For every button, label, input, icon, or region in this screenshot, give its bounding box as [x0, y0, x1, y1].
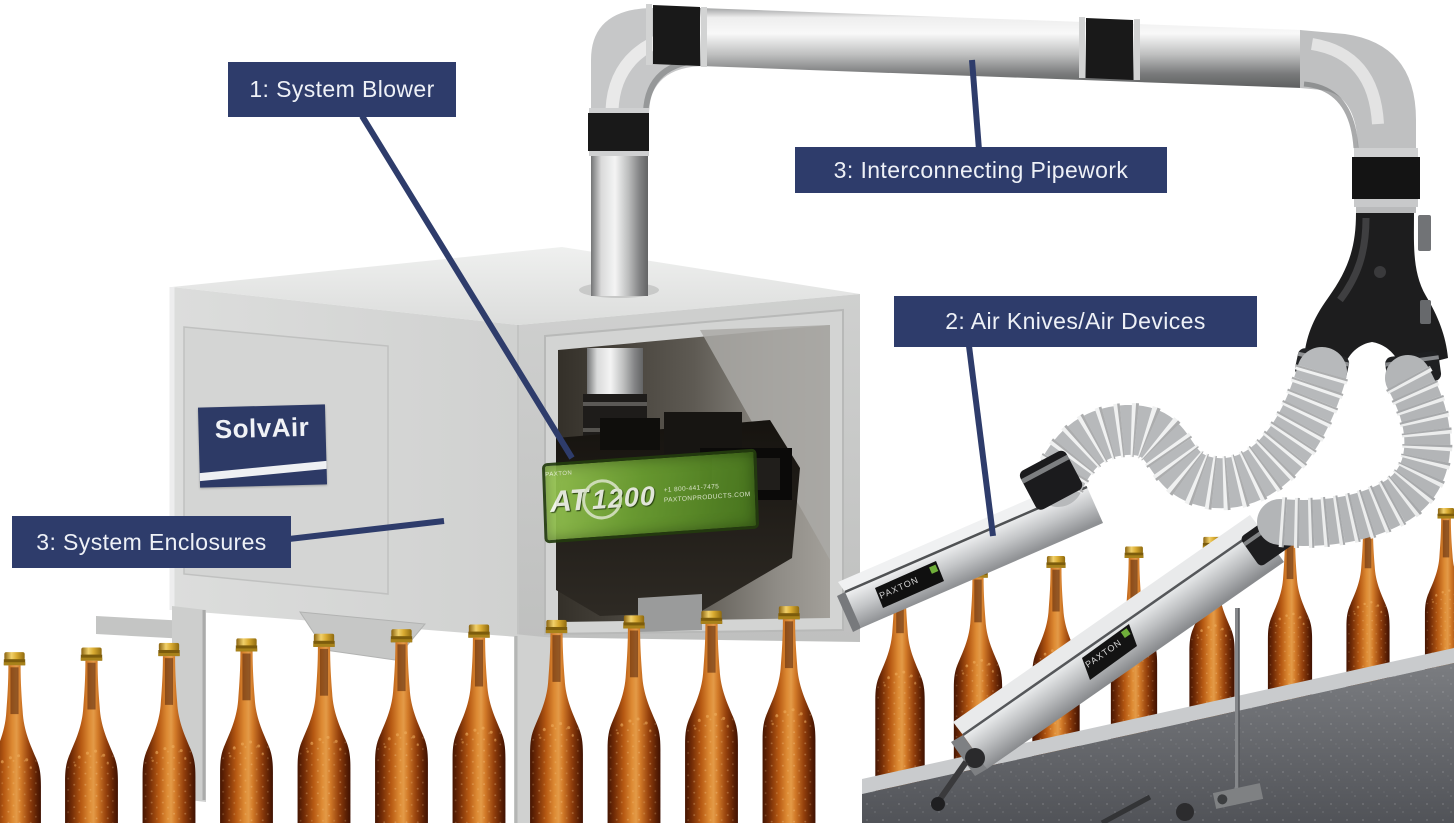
blower-product-label: PAXTON AT 1200 +1 800-441-7475 PAXTONPRO…	[541, 448, 760, 544]
flex-hose-rear	[1257, 355, 1453, 548]
conveyor-rail	[862, 648, 1454, 794]
clamp-band	[1354, 148, 1418, 157]
callout-leaders	[288, 59, 996, 542]
flex-hose-front	[1019, 347, 1348, 511]
leader-enclosures	[288, 518, 445, 542]
beam-label-strip	[875, 561, 944, 608]
blower-brand-text: PAXTON	[545, 470, 573, 479]
coupling-clamp	[646, 4, 652, 65]
callout-system-enclosures: 3: System Enclosures	[12, 516, 291, 568]
coupling-clamp	[589, 151, 649, 156]
hose-rib-shade	[1033, 364, 1348, 511]
latch	[1418, 215, 1431, 251]
leader-system-blower	[359, 114, 575, 460]
beam-top-face	[953, 515, 1260, 735]
interconnecting-pipework	[588, 4, 1416, 296]
solvair-logo-text: SolvAir	[214, 411, 310, 445]
end-clamp-rod	[935, 760, 969, 804]
pipe-elbow-right	[1300, 30, 1416, 152]
end-clamp-knob	[931, 797, 945, 811]
callout-text: 1: System Blower	[249, 76, 435, 102]
strip-green-mark	[929, 564, 939, 574]
hose-cuff-upper	[1019, 450, 1083, 510]
elbow-highlight	[1310, 38, 1384, 125]
y-splitter-body	[1304, 213, 1448, 372]
horizontal-pipe	[700, 8, 1302, 88]
leader-air-knives	[966, 345, 996, 537]
strip-green-mark	[1120, 628, 1131, 638]
blower-label-ring	[581, 478, 623, 521]
latch	[1420, 300, 1431, 324]
beam-label-strip	[1082, 624, 1137, 680]
callout-system-blower: 1: System Blower	[228, 62, 456, 117]
rubber-sleeve	[1352, 157, 1420, 199]
coupling-clamp	[589, 108, 649, 113]
logo-stripe	[199, 460, 327, 482]
hose-body	[1257, 355, 1451, 546]
elbow-shade	[1303, 81, 1359, 149]
solvair-logo: SolvAir	[197, 404, 328, 488]
pipe-coupling	[588, 113, 649, 151]
callout-text: 3: Interconnecting Pipework	[833, 156, 1129, 183]
blower-component	[600, 418, 660, 450]
beam-end-cap	[837, 592, 861, 632]
callout-text: 3: System Enclosures	[36, 528, 267, 555]
conveyor-speckle	[862, 663, 1454, 823]
callout-air-knives: 2: Air Knives/Air Devices	[894, 296, 1257, 347]
clamp-knob	[1176, 803, 1194, 821]
leader-pipework	[969, 59, 982, 151]
end-clamp	[965, 748, 985, 768]
pipe-coupling	[1086, 18, 1133, 80]
blower-label-contact: +1 800-441-7475 PAXTONPRODUCTS.COM	[664, 481, 751, 504]
callout-text: 2: Air Knives/Air Devices	[945, 308, 1206, 334]
coupling-clamp	[1079, 17, 1085, 78]
beam-top-face	[838, 477, 1087, 592]
rod-bracket	[1212, 783, 1264, 809]
pipe-stub	[1356, 207, 1416, 213]
clamp-rod	[1100, 794, 1152, 823]
callout-interconnecting-pipework: 3: Interconnecting Pipework	[795, 147, 1167, 193]
blower-stand	[638, 594, 702, 632]
coupling-clamp	[701, 7, 707, 67]
air-knife-lower: PAXTON	[931, 513, 1297, 811]
blower-component	[664, 412, 742, 454]
conveyor	[862, 608, 1454, 823]
clamp-band	[1354, 199, 1418, 207]
pipe-coupling	[653, 5, 700, 66]
coupling-clamp	[1134, 19, 1140, 80]
splitter-highlight	[1337, 217, 1370, 303]
beam-edge	[962, 526, 1261, 737]
coupling-ring	[583, 402, 647, 406]
enclosure-top-face	[172, 247, 860, 325]
splitter-bolt	[1374, 266, 1386, 278]
air-knife-upper: PAXTON	[837, 477, 1103, 632]
